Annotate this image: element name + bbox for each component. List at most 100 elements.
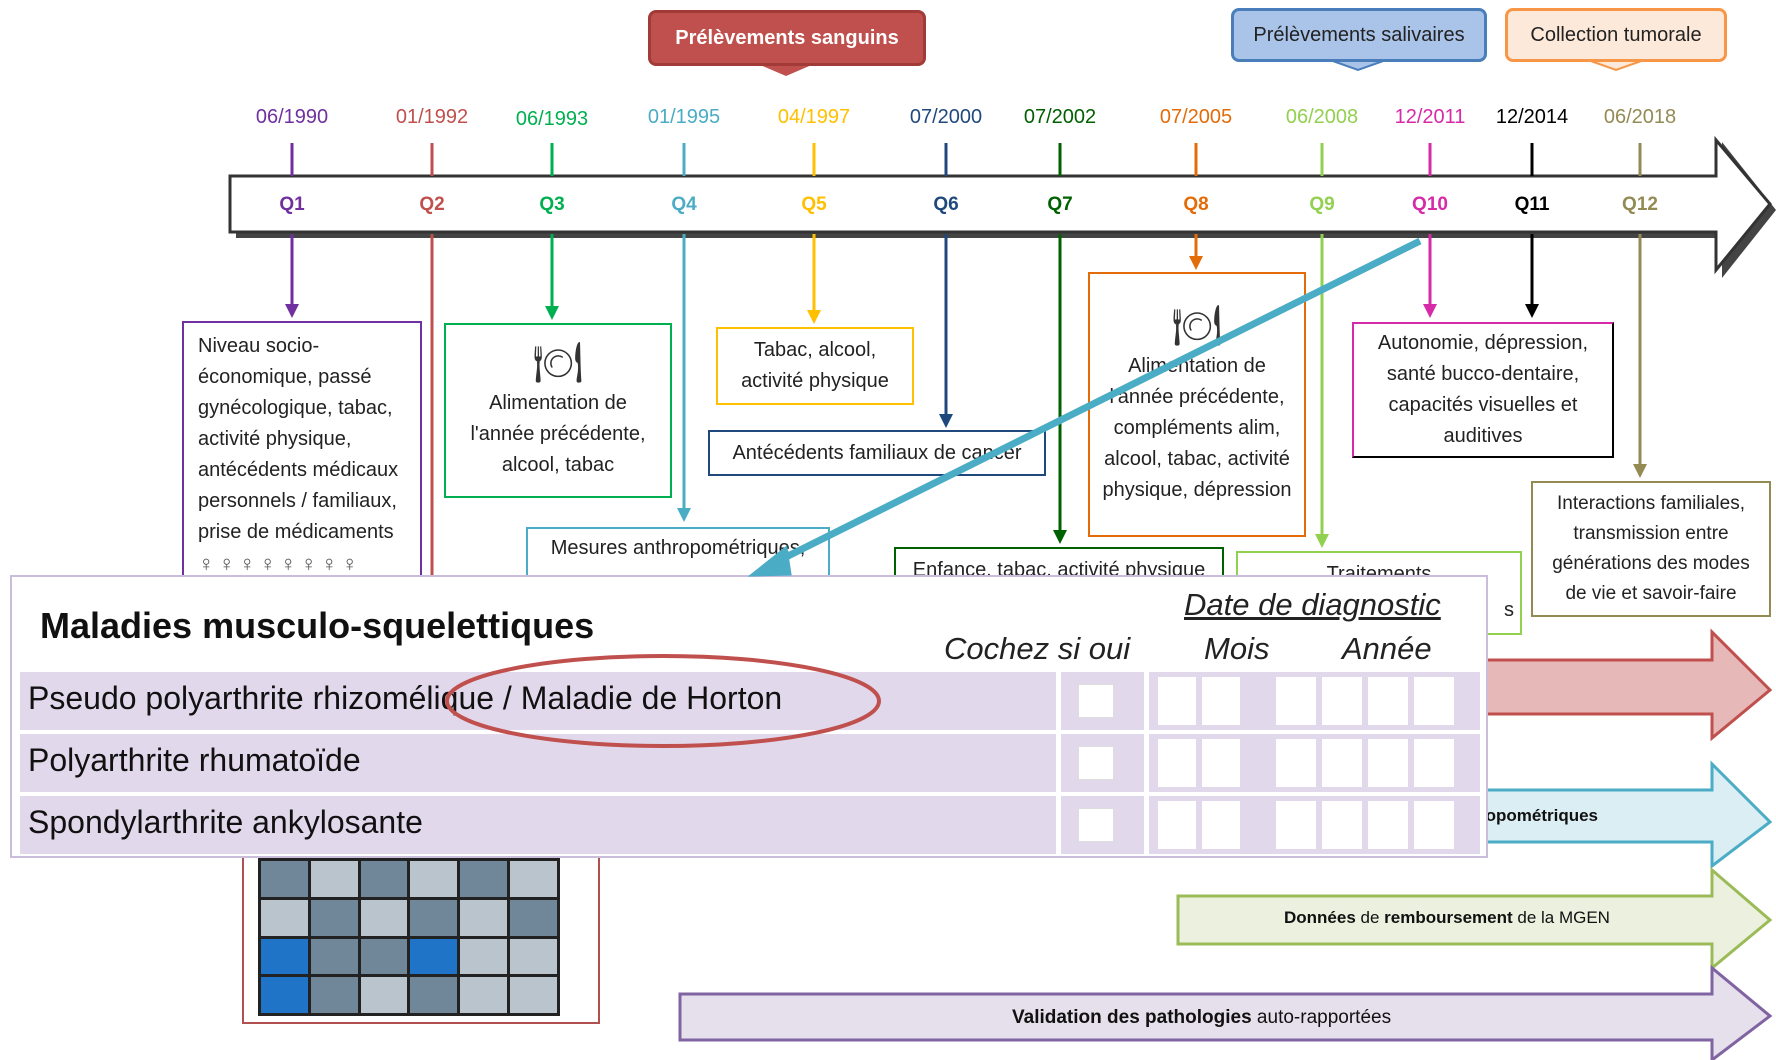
- medication-thumb: [460, 977, 508, 1013]
- timeline-date-label: 06/2008: [1285, 106, 1359, 128]
- blood-samples-banner: Prélèvements sanguins: [648, 10, 926, 66]
- mgen-arrow-bold-2: remboursement: [1384, 908, 1513, 927]
- q6-topics-text: Antécédents familiaux de cancer: [732, 441, 1022, 464]
- year-digit-box[interactable]: [1368, 677, 1408, 725]
- fork-plate-knife-icon: 🍽: [1171, 304, 1223, 348]
- mgen-arrow-tail: de la MGEN: [1512, 908, 1610, 927]
- medication-thumb: [360, 977, 408, 1013]
- medication-thumb: [360, 899, 408, 936]
- q12-topics-box: Interactions familiales, transmission en…: [1531, 481, 1771, 617]
- timeline-drop-arrowhead: [1525, 304, 1539, 318]
- check-if-yes-header: Cochez si oui: [944, 631, 1131, 666]
- year-digit-box[interactable]: [1322, 801, 1362, 849]
- year-digit-box[interactable]: [1368, 801, 1408, 849]
- questionnaire-label: Q8: [1183, 194, 1209, 215]
- musculoskeletal-form-panel: Maladies musculo-squelettiques Date de d…: [10, 575, 1488, 858]
- row-separator: [1144, 734, 1149, 792]
- month-digit-box[interactable]: [1158, 801, 1196, 849]
- year-digit-box[interactable]: [1276, 739, 1316, 787]
- timeline-date-label: 06/1993: [515, 108, 589, 130]
- timeline-date-label: 01/1992: [395, 106, 469, 128]
- timeline-date-label: 06/2018: [1603, 106, 1677, 128]
- disease-label: Spondylarthrite ankylosante: [28, 804, 423, 840]
- disease-label: Polyarthrite rhumatoïde: [28, 742, 361, 778]
- year-header: Année: [1342, 631, 1432, 666]
- disease-label: Pseudo polyarthrite rhizomélique / Malad…: [28, 680, 783, 716]
- month-digit-box[interactable]: [1158, 739, 1196, 787]
- anthropometric-arrow-label: ropométriques: [1479, 806, 1598, 826]
- timeline-drop-arrowhead: [1315, 534, 1329, 548]
- q5-topics-text: Tabac, alcool, activité physique: [741, 339, 889, 392]
- timeline-date-label: 07/2005: [1159, 106, 1233, 128]
- questionnaire-label: Q10: [1412, 194, 1448, 215]
- q4-topics-text: Mesures anthropométriques,: [550, 537, 806, 559]
- questionnaire-label: Q3: [539, 194, 565, 215]
- anthropometric-arrow-text: ropométriques: [1479, 806, 1599, 825]
- q12-topics-text: Interactions familiales, transmission en…: [1552, 493, 1750, 604]
- form-row: Spondylarthrite ankylosante: [20, 796, 1480, 854]
- tumor-collection-label: Collection tumorale: [1530, 23, 1702, 46]
- year-digit-box[interactable]: [1276, 801, 1316, 849]
- medication-thumb: [510, 977, 557, 1013]
- month-header: Mois: [1204, 631, 1270, 666]
- q3-topics-box: 🍽 Alimentation de l'année précédente, al…: [444, 323, 672, 498]
- mgen-arrow-label: Données de remboursement de la MGEN: [1284, 908, 1610, 928]
- questionnaire-label: Q11: [1514, 194, 1550, 215]
- medication-thumb: [460, 899, 508, 936]
- questionnaire-label: Q6: [933, 194, 959, 215]
- timeline-date-label: 12/2014: [1495, 106, 1569, 128]
- medication-thumb: [510, 899, 557, 936]
- medication-thumb: [310, 861, 358, 897]
- questionnaire-label: Q4: [671, 194, 697, 215]
- questionnaire-label: Q12: [1622, 194, 1658, 215]
- timeline-drop-arrowhead: [807, 310, 821, 324]
- month-digit-box[interactable]: [1202, 677, 1240, 725]
- form-row: Pseudo polyarthrite rhizomélique / Malad…: [20, 672, 1480, 730]
- year-digit-box[interactable]: [1322, 739, 1362, 787]
- row-separator: [1056, 796, 1061, 854]
- medication-thumb: [261, 899, 308, 936]
- timeline-date-label: 07/2002: [1023, 106, 1097, 128]
- q10-topics-text: Autonomie, dépression, santé bucco-denta…: [1377, 332, 1589, 447]
- q1-topics-text: Niveau socio-économique, passé gynécolog…: [198, 335, 399, 543]
- blood-banner-pointer: [758, 64, 814, 76]
- q1-topics-box: Niveau socio-économique, passé gynécolog…: [182, 321, 422, 581]
- pathology-validation-arrow: [678, 964, 1773, 1060]
- yes-checkbox[interactable]: [1078, 746, 1114, 780]
- tumor-collection-banner: Collection tumorale: [1505, 8, 1727, 62]
- medication-thumb: [410, 938, 458, 975]
- medication-thumb: [410, 899, 458, 936]
- year-digit-box[interactable]: [1276, 677, 1316, 725]
- row-separator: [1056, 734, 1061, 792]
- month-digit-box[interactable]: [1202, 739, 1240, 787]
- yes-checkbox[interactable]: [1078, 684, 1114, 718]
- validation-arrow-label: Validation des pathologies auto-rapporté…: [1012, 1007, 1391, 1029]
- medication-thumb: [310, 977, 358, 1013]
- medication-thumb: [460, 938, 508, 975]
- month-digit-box[interactable]: [1158, 677, 1196, 725]
- year-digit-box[interactable]: [1414, 801, 1454, 849]
- year-digit-box[interactable]: [1368, 739, 1408, 787]
- timeline-drop-arrowhead: [545, 306, 559, 320]
- questionnaire-label: Q7: [1047, 194, 1073, 215]
- mgen-reimbursement-arrow: [1176, 866, 1773, 972]
- month-digit-box[interactable]: [1202, 801, 1240, 849]
- medication-photo-grid: [258, 858, 560, 1016]
- timeline-drop-arrowhead: [939, 414, 953, 428]
- yes-checkbox[interactable]: [1078, 808, 1114, 842]
- q3-topics-text: Alimentation de l'année précédente, alco…: [470, 392, 646, 476]
- q10-topics-box: Autonomie, dépression, santé bucco-denta…: [1352, 322, 1614, 458]
- medication-thumb: [360, 861, 408, 897]
- mgen-arrow-mid: de: [1355, 908, 1385, 927]
- timeline-date-label: 12/2011: [1394, 106, 1466, 128]
- year-digit-box[interactable]: [1414, 739, 1454, 787]
- timeline-date-label: 01/1995: [647, 106, 721, 128]
- q9-topics-tail: s: [1504, 599, 1514, 621]
- year-digit-box[interactable]: [1322, 677, 1362, 725]
- validation-arrow-bold: Validation des pathologies: [1012, 1007, 1252, 1028]
- validation-arrow-tail: auto-rapportées: [1251, 1007, 1392, 1028]
- year-digit-box[interactable]: [1414, 677, 1454, 725]
- timeline-drop-arrowhead: [1053, 530, 1067, 544]
- timeline-drop-arrowhead: [1633, 464, 1647, 478]
- form-row: Polyarthrite rhumatoïde: [20, 734, 1480, 792]
